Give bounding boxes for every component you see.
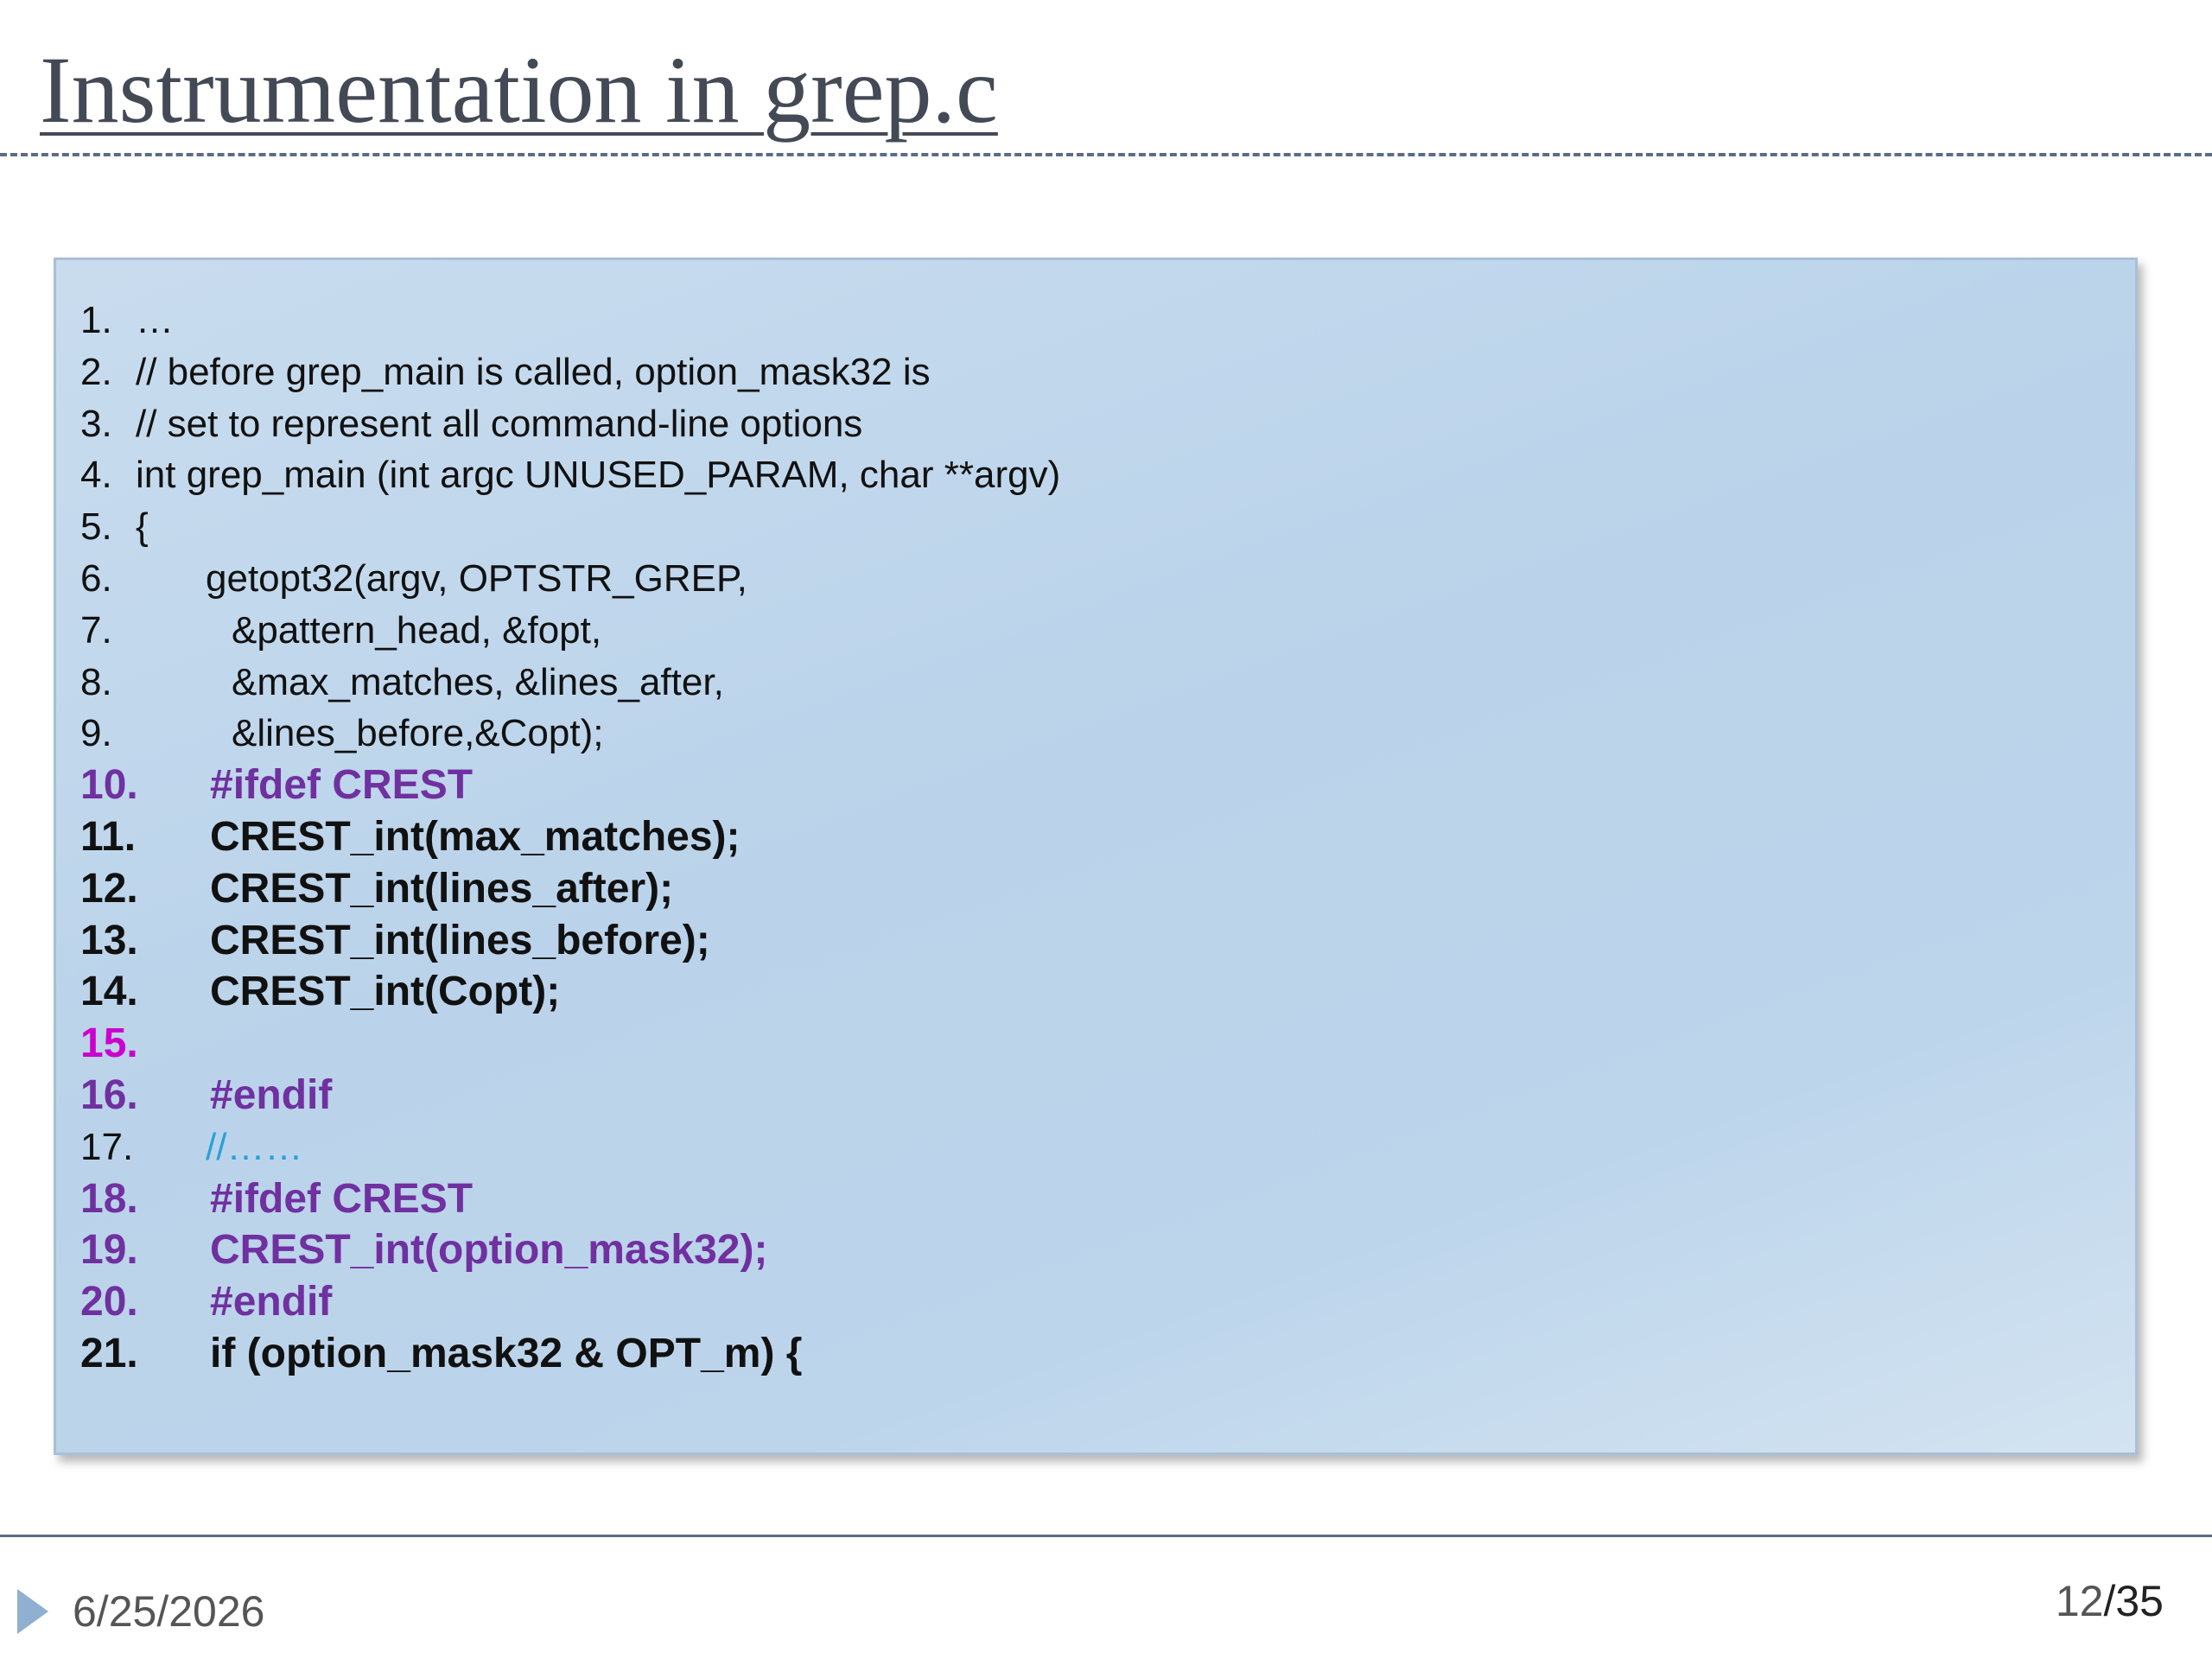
code-line-text: &max_matches, &lines_after, [232,660,724,703]
code-line-number: 14. [80,969,138,1015]
code-line: 2. // before grep_main is called, option_… [80,346,2068,398]
slide-marker-icon [17,1589,48,1634]
code-lines: 1. … 2. // before grep_main is called, opti… [80,295,2068,1380]
code-line-number: 21. [80,1330,138,1376]
code-line-text: getopt32(argv, OPTSTR_GREP, [206,556,747,600]
code-line-text: #ifdef CREST [210,1175,474,1222]
code-line: 19. CREST_int(option_mask32); [80,1224,2068,1276]
code-line-text: // set to represent all command-line opt… [136,402,863,445]
footer-divider [0,1535,2212,1537]
code-line-text: #endif [210,1279,333,1325]
code-line: 15. [80,1018,2068,1070]
code-line: 8. &max_matches, &lines_after, [80,657,2068,709]
code-line-number: 9. [80,712,112,755]
code-line-text: if (option_mask32 & OPT_m) { [210,1330,803,1376]
code-line-text: #ifdef CREST [210,762,474,809]
code-line: 14. CREST_int(Copt); [80,966,2068,1018]
code-line: 11. CREST_int(max_matches); [80,811,2068,863]
code-line: 5. { [80,501,2068,553]
title-divider [0,153,2212,156]
code-line: 1. … [80,295,2068,346]
code-line-text: int grep_main (int argc UNUSED_PARAM, ch… [136,454,1061,497]
code-line-number: 16. [80,1071,138,1118]
code-line: 20. #endif [80,1276,2068,1328]
code-line-number: 17. [80,1125,134,1168]
code-line: 10. #ifdef CREST [80,760,2068,811]
code-line-number: 7. [80,608,112,652]
code-line: 4. int grep_main (int argc UNUSED_PARAM, … [80,449,2068,501]
code-line-text: &pattern_head, &fopt, [232,608,602,652]
code-line-number: 12. [80,865,138,912]
code-line-number: 3. [80,402,112,445]
slide-title: Instrumentation in grep.c [40,37,998,143]
code-line: 12. CREST_int(lines_after); [80,863,2068,915]
code-line-number: 13. [80,917,138,963]
code-listing-box: 1. … 2. // before grep_main is called, opti… [54,257,2138,1455]
code-line-text: //…… [206,1125,303,1168]
code-line: 21. if (option_mask32 & OPT_m) { [80,1328,2068,1380]
page-indicator: 12/35 [2056,1578,2164,1625]
code-line: 9. &lines_before,&Copt); [80,708,2068,760]
code-line: 7. &pattern_head, &fopt, [80,605,2068,657]
code-line: 17. //…… [80,1122,2068,1173]
code-line-number: 2. [80,350,112,393]
code-line-number: 20. [80,1279,138,1325]
code-line-number: 1. [80,299,112,341]
code-line-text: CREST_int(lines_after); [210,865,674,912]
code-line-number: 6. [80,556,112,600]
code-line-number: 19. [80,1227,138,1274]
code-line-number: 10. [80,762,138,809]
code-line: 6. getopt32(argv, OPTSTR_GREP, [80,553,2068,605]
page-number: 12 [2055,1577,2104,1625]
code-line: 13. CREST_int(lines_before); [80,915,2068,967]
code-line-number: 15. [80,1020,138,1067]
code-line-text: CREST_int(Copt); [210,969,561,1015]
footer-date: 6/25/2026 [73,1587,265,1636]
code-line-text: &lines_before,&Copt); [232,712,604,755]
code-line-number: 18. [80,1175,138,1222]
code-line-number: 11. [80,813,137,860]
code-line-text: // before grep_main is called, option_ma… [136,350,931,393]
code-line-text: CREST_int(max_matches); [210,813,741,860]
code-line-text: #endif [210,1071,333,1118]
code-line-number: 4. [80,454,112,497]
code-line-text: … [136,299,174,341]
code-line-number: 5. [80,505,112,549]
code-line-text: { [136,505,149,549]
code-line-text: CREST_int(lines_before); [210,917,710,963]
code-line-number: 8. [80,660,112,703]
code-line: 3. // set to represent all command-line o… [80,398,2068,450]
code-line: 16. #endif [80,1070,2068,1122]
code-line-text: CREST_int(option_mask32); [210,1227,768,1274]
page-total: /35 [2103,1577,2164,1625]
code-line: 18. #ifdef CREST [80,1173,2068,1225]
